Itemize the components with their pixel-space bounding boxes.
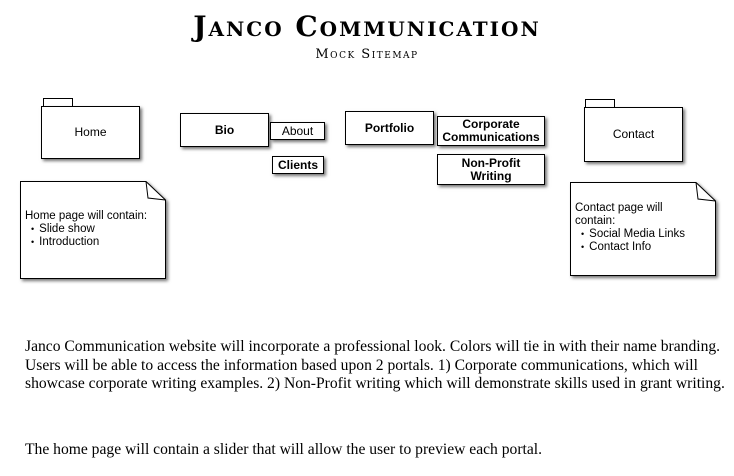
bio-node: Bio — [180, 113, 269, 147]
home-note: Home page will contain: Slide show Intro… — [20, 181, 166, 279]
home-label: Home — [74, 125, 107, 139]
contact-node: Contact — [584, 107, 683, 162]
contact-note-item: Social Media Links — [581, 228, 685, 241]
corporate-communications-node: Corporate Communications — [437, 116, 545, 146]
contact-note-item: Contact Info — [581, 241, 685, 254]
clients-label: Clients — [277, 157, 318, 172]
non-profit-writing-node: Non-Profit Writing — [437, 154, 545, 185]
home-note-heading: Home page will contain: — [25, 210, 148, 222]
home-note-item: Slide show — [31, 223, 165, 236]
clients-node: Clients — [272, 156, 324, 174]
contact-note-list: Social Media Links Contact Info — [575, 228, 685, 254]
home-note-list: Slide show Introduction — [25, 223, 165, 249]
contact-label: Contact — [612, 127, 655, 141]
home-node: Home — [41, 106, 140, 159]
contact-note: Contact page will contain: Social Media … — [570, 182, 716, 276]
home-note-item: Introduction — [31, 236, 165, 249]
description-summary: The home page will contain a slider that… — [25, 441, 543, 458]
bio-label: Bio — [214, 122, 235, 137]
non-profit-writing-label: Non-Profit Writing — [461, 155, 521, 183]
contact-note-heading: Contact page will contain: — [575, 202, 663, 227]
page-title: Janco Communication — [193, 10, 541, 43]
corporate-communications-label: Corporate Communications — [442, 117, 540, 144]
portfolio-node: Portfolio — [345, 111, 434, 145]
portfolio-label: Portfolio — [364, 120, 415, 135]
contact-note-text: Contact page will contain: Social Media … — [575, 202, 685, 254]
contact-folder-tab — [585, 99, 615, 107]
about-label: About — [281, 123, 314, 138]
page-subtitle: Mock Sitemap — [315, 47, 419, 62]
home-folder-tab — [43, 98, 73, 106]
home-note-text: Home page will contain: Slide show Intro… — [25, 210, 165, 249]
description-paragraph: Janco Communication website will incorpo… — [25, 338, 725, 392]
about-node: About — [270, 122, 325, 140]
